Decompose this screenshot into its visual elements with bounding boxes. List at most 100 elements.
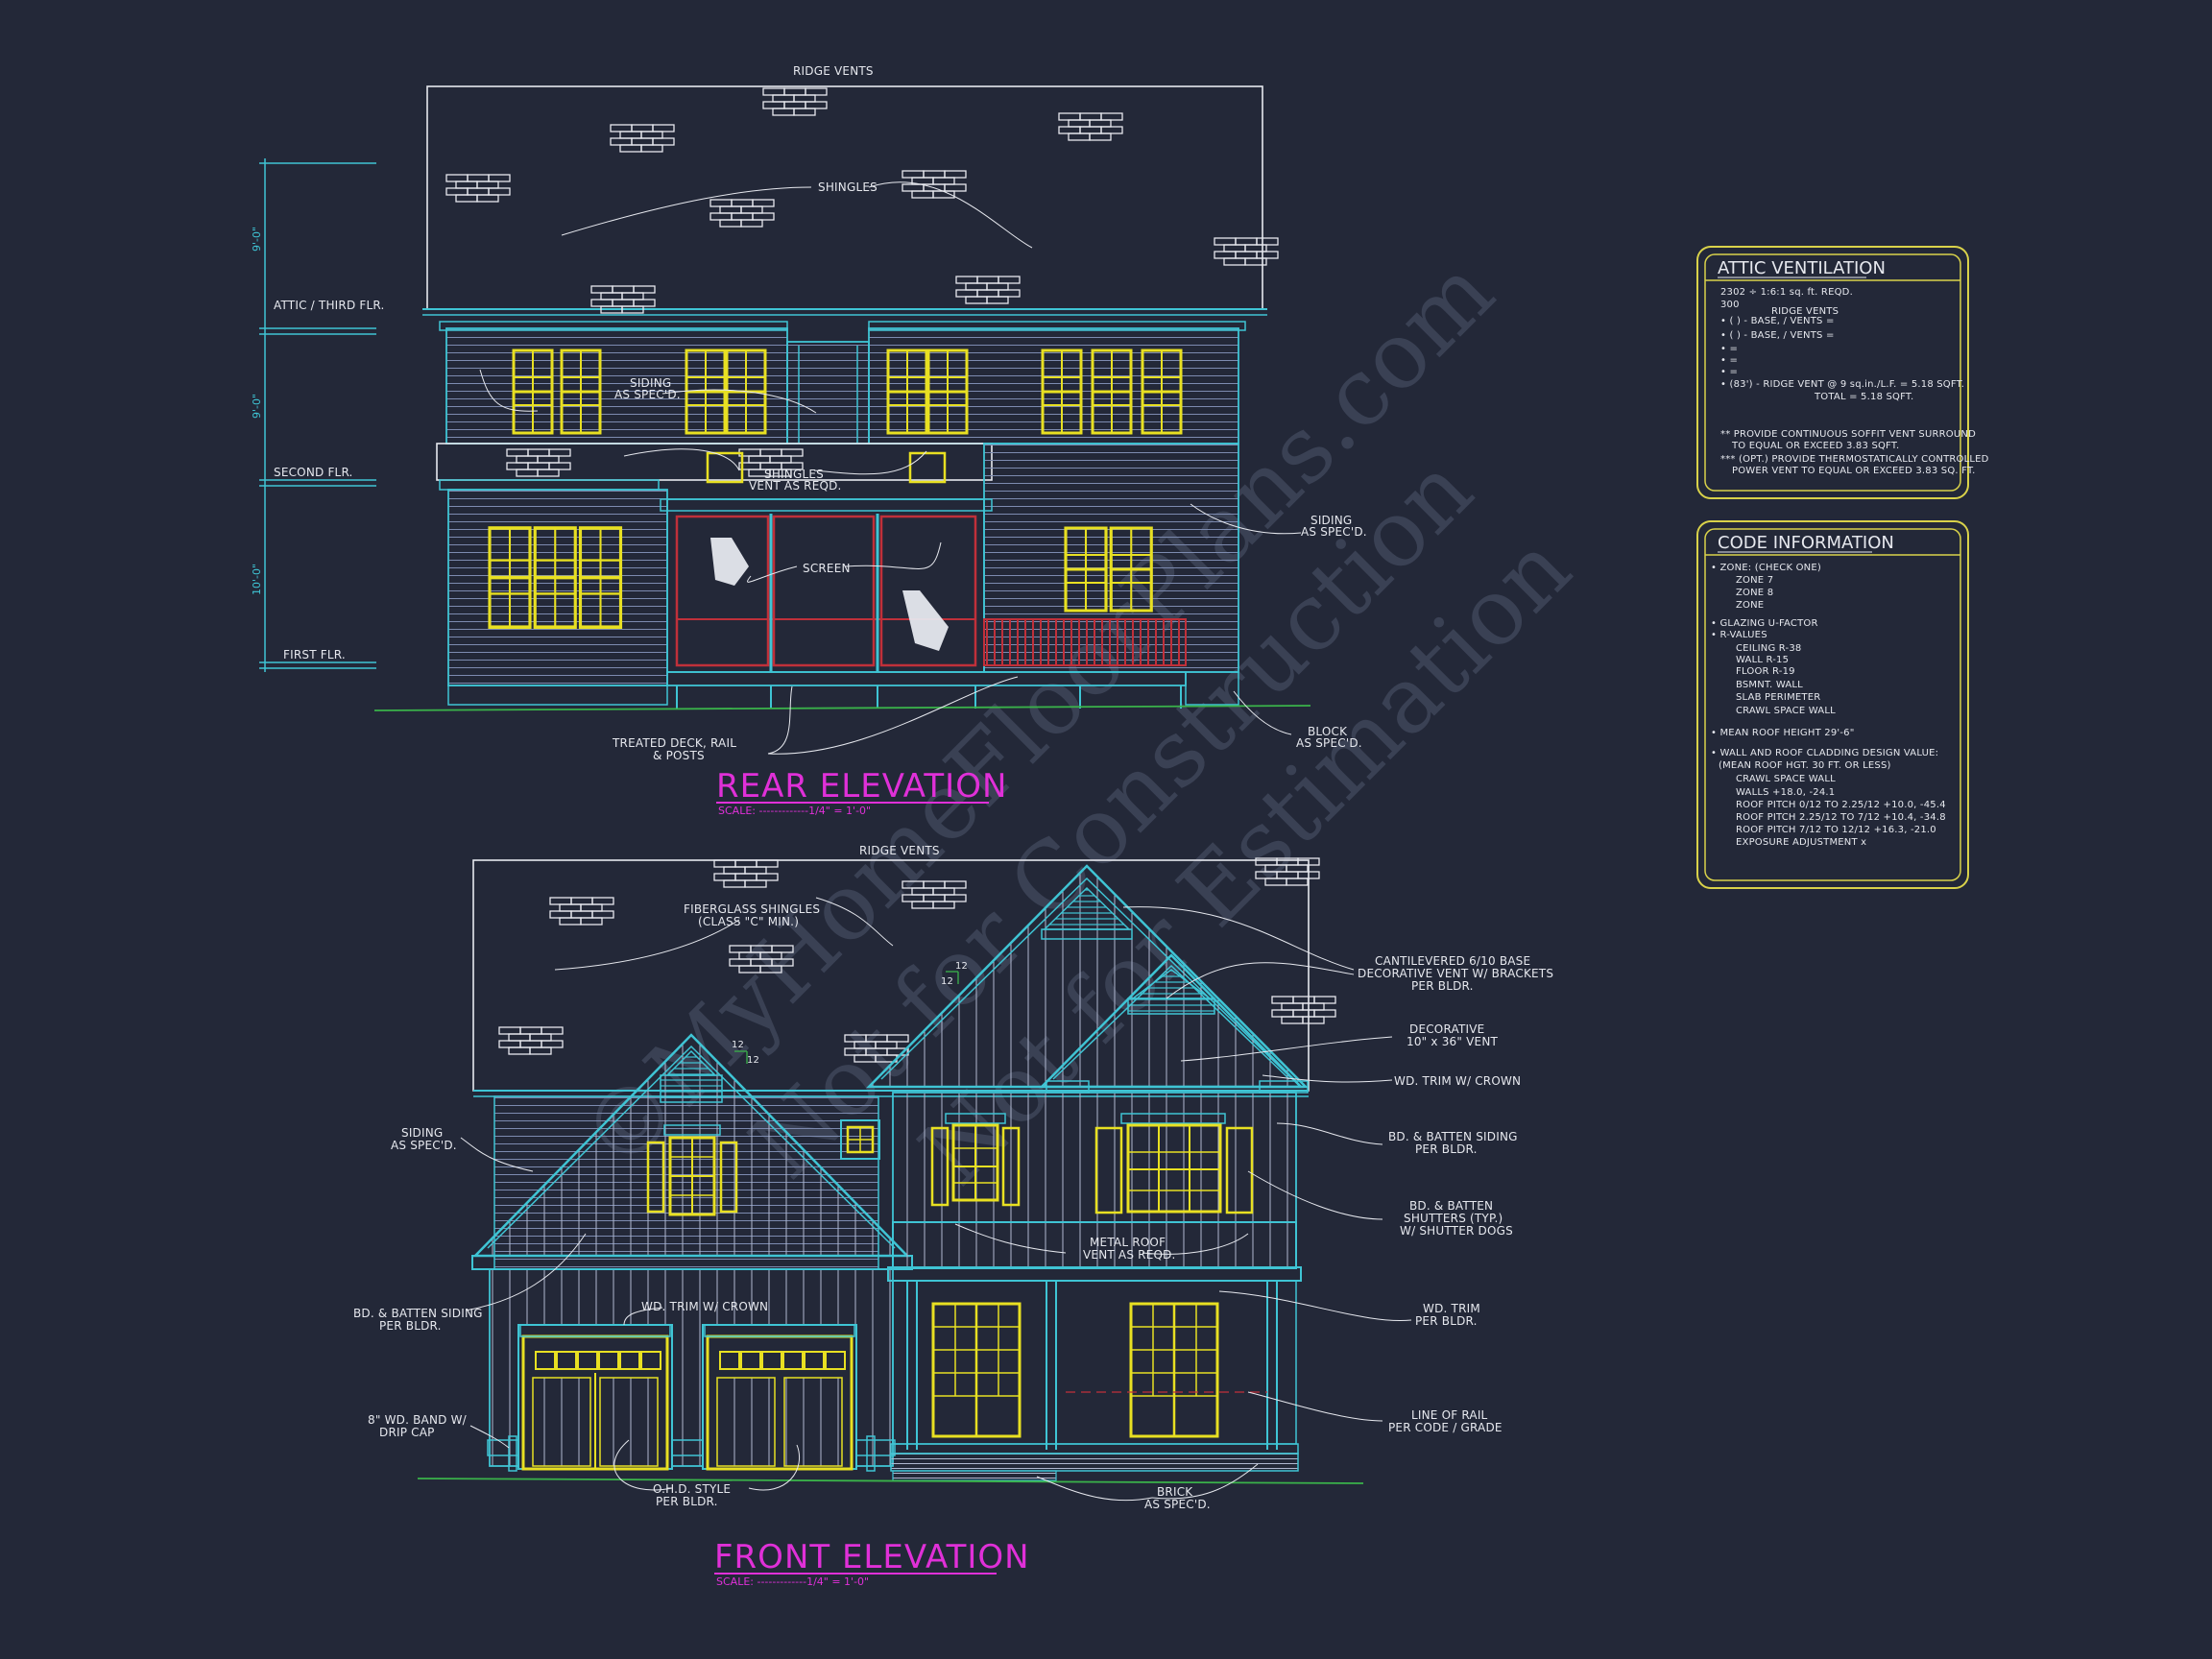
attic-line-10: ** PROVIDE CONTINUOUS SOFFIT VENT SURROU… — [1720, 429, 1976, 440]
attic-line-12: *** (OPT.) PROVIDE THERMOSTATICALLY CONT… — [1720, 454, 1989, 465]
code-line-17: ROOF PITCH 0/12 TO 2.25/12 +10.0, -45.4 — [1736, 800, 1946, 810]
level-second: SECOND FLR. — [274, 466, 353, 479]
shutters-2: SHUTTERS (TYP.) — [1404, 1212, 1503, 1225]
rear-shingles: SHINGLES — [818, 180, 878, 194]
attic-line-11: TO EQUAL OR EXCEED 3.83 SQFT. — [1731, 441, 1899, 451]
front-grade-line — [417, 1478, 1364, 1484]
pitch-c: 12 — [732, 1040, 744, 1050]
code-line-4: • GLAZING U-FACTOR — [1711, 618, 1818, 629]
bd-batten-r-2: PER BLDR. — [1415, 1142, 1478, 1156]
band-2: DRIP CAP — [379, 1426, 435, 1439]
code-line-11: CRAWL SPACE WALL — [1736, 706, 1836, 716]
code-information-title: CODE INFORMATION — [1718, 533, 1894, 553]
screen-porch — [675, 514, 977, 672]
rear-elevation: 9'-0" 9'-0" 10'-0" ATTIC / THIRD FLR. SE… — [251, 64, 1367, 817]
code-line-3: ZONE — [1736, 600, 1764, 611]
fiberglass-1: FIBERGLASS SHINGLES — [684, 902, 820, 916]
fiberglass-2: (CLASS "C" MIN.) — [698, 915, 799, 928]
front-lower-windows — [931, 1302, 1219, 1438]
bd-batten-l-1: BD. & BATTEN SIDING — [353, 1307, 483, 1320]
code-line-14: (MEAN ROOF HGT. 30 FT. OR LESS) — [1719, 760, 1891, 771]
attic-line-7: • = — [1720, 367, 1738, 377]
attic-line-13: POWER VENT TO EQUAL OR EXCEED 3.83 SQ. F… — [1732, 466, 1975, 476]
attic-ventilation-title: ATTIC VENTILATION — [1718, 258, 1886, 278]
cant-1: CANTILEVERED 6/10 BASE — [1375, 954, 1530, 968]
bd-batten-l-2: PER BLDR. — [379, 1319, 442, 1333]
rail-1: LINE OF RAIL — [1411, 1408, 1488, 1422]
front-siding-2: AS SPEC'D. — [391, 1139, 457, 1152]
ohd-2: PER BLDR. — [656, 1495, 718, 1508]
wd-trim-crown-2: WD. TRIM W/ CROWN — [641, 1300, 768, 1313]
dim-bot: 10'-0" — [251, 564, 263, 595]
level-attic: ATTIC / THIRD FLR. — [274, 299, 385, 312]
wd-trim-crown: WD. TRIM W/ CROWN — [1394, 1074, 1521, 1088]
rear-siding-2b: AS SPEC'D. — [1301, 525, 1367, 539]
brick-1: BRICK — [1157, 1485, 1193, 1499]
code-line-6: CEILING R-38 — [1736, 643, 1801, 654]
rear-ridge-vents: RIDGE VENTS — [793, 64, 874, 78]
band-1: 8" WD. BAND W/ — [368, 1413, 468, 1427]
brick-2: AS SPEC'D. — [1144, 1498, 1211, 1511]
code-line-10: SLAB PERIMETER — [1736, 692, 1820, 703]
rear-block-1: BLOCK — [1308, 725, 1348, 738]
code-line-16: WALLS +18.0, -24.1 — [1736, 787, 1835, 798]
deck-rail — [983, 618, 1187, 666]
dim-top: 9'-0" — [251, 227, 263, 252]
front-upper-windows — [930, 1113, 1254, 1214]
code-line-20: EXPOSURE ADJUSTMENT x — [1736, 837, 1866, 848]
attic-line-8: • (83') - RIDGE VENT @ 9 sq.in./L.F. = 5… — [1720, 379, 1964, 390]
front-elevation-title: FRONT ELEVATION — [714, 1538, 1030, 1576]
rear-roof — [426, 85, 1263, 310]
pitch-d: 12 — [747, 1055, 759, 1066]
attic-line-1: 300 — [1720, 300, 1740, 310]
cant-2: DECORATIVE VENT W/ BRACKETS — [1358, 967, 1553, 980]
cant-3: PER BLDR. — [1411, 979, 1474, 993]
shingle-marks — [445, 87, 1279, 314]
code-line-2: ZONE 8 — [1736, 588, 1773, 598]
rear-deck-2: & POSTS — [653, 749, 705, 762]
rear-siding-1: SIDING — [630, 376, 671, 390]
rear-shingles-vent-1: SHINGLES — [764, 468, 824, 481]
metal-1: METAL ROOF — [1090, 1236, 1166, 1249]
level-dimensions — [259, 158, 376, 672]
code-line-19: ROOF PITCH 7/12 TO 12/12 +16.3, -21.0 — [1736, 825, 1936, 835]
code-line-12: • MEAN ROOF HEIGHT 29'-6" — [1711, 728, 1855, 738]
rear-screen: SCREEN — [803, 562, 851, 575]
grade-line — [373, 705, 1311, 711]
bd-batten-r-1: BD. & BATTEN SIDING — [1388, 1130, 1518, 1143]
dim-mid: 9'-0" — [251, 394, 263, 419]
attic-line-0: 2302 ÷ 1:6:1 sq. ft. REQD. — [1720, 287, 1853, 298]
attic-line-3: • ( ) - BASE, / VENTS = — [1720, 316, 1835, 326]
decor-2: 10" x 36" VENT — [1407, 1035, 1498, 1048]
rear-elevation-title: REAR ELEVATION — [716, 767, 1007, 805]
attic-line-6: • = — [1720, 355, 1738, 366]
front-scale: SCALE: -------------1/4" = 1'-0" — [716, 1575, 869, 1588]
code-line-9: BSMNT. WALL — [1736, 680, 1803, 690]
code-line-8: FLOOR R-19 — [1736, 666, 1795, 677]
attic-ventilation-box: ATTIC VENTILATION 2302 ÷ 1:6:1 sq. ft. R… — [1696, 246, 1989, 499]
rear-deck-1: TREATED DECK, RAIL — [612, 736, 736, 750]
rear-siding-1b: AS SPEC'D. — [614, 388, 681, 401]
code-line-13: • WALL AND ROOF CLADDING DESIGN VALUE: — [1711, 748, 1938, 758]
shutters-3: W/ SHUTTER DOGS — [1400, 1224, 1513, 1238]
attic-line-5: • = — [1720, 344, 1738, 354]
front-siding-1: SIDING — [401, 1126, 443, 1140]
pitch-a: 12 — [955, 961, 968, 972]
decor-1: DECORATIVE — [1409, 1022, 1484, 1036]
ohd-1: O.H.D. STYLE — [653, 1482, 731, 1496]
metal-2: VENT AS REQD. — [1083, 1248, 1176, 1262]
code-line-15: CRAWL SPACE WALL — [1736, 774, 1836, 784]
level-first: FIRST FLR. — [283, 648, 346, 661]
rear-siding-2: SIDING — [1310, 514, 1352, 527]
rear-shingles-vent-2: VENT AS REQD. — [749, 479, 842, 493]
code-line-0: • ZONE: (CHECK ONE) — [1711, 563, 1821, 573]
wd-trim-2: PER BLDR. — [1415, 1314, 1478, 1328]
front-ridge-vents: RIDGE VENTS — [859, 844, 940, 857]
attic-line-4: • ( ) - BASE, / VENTS = — [1720, 330, 1835, 341]
rear-scale: SCALE: -------------1/4" = 1'-0" — [718, 805, 871, 817]
attic-line-9: TOTAL = 5.18 SQFT. — [1814, 392, 1913, 402]
front-elevation: 12 12 12 12 RIDGE VENTS — [353, 844, 1553, 1588]
attic-line-2: RIDGE VENTS — [1771, 306, 1839, 317]
rear-block-2: AS SPEC'D. — [1296, 736, 1362, 750]
